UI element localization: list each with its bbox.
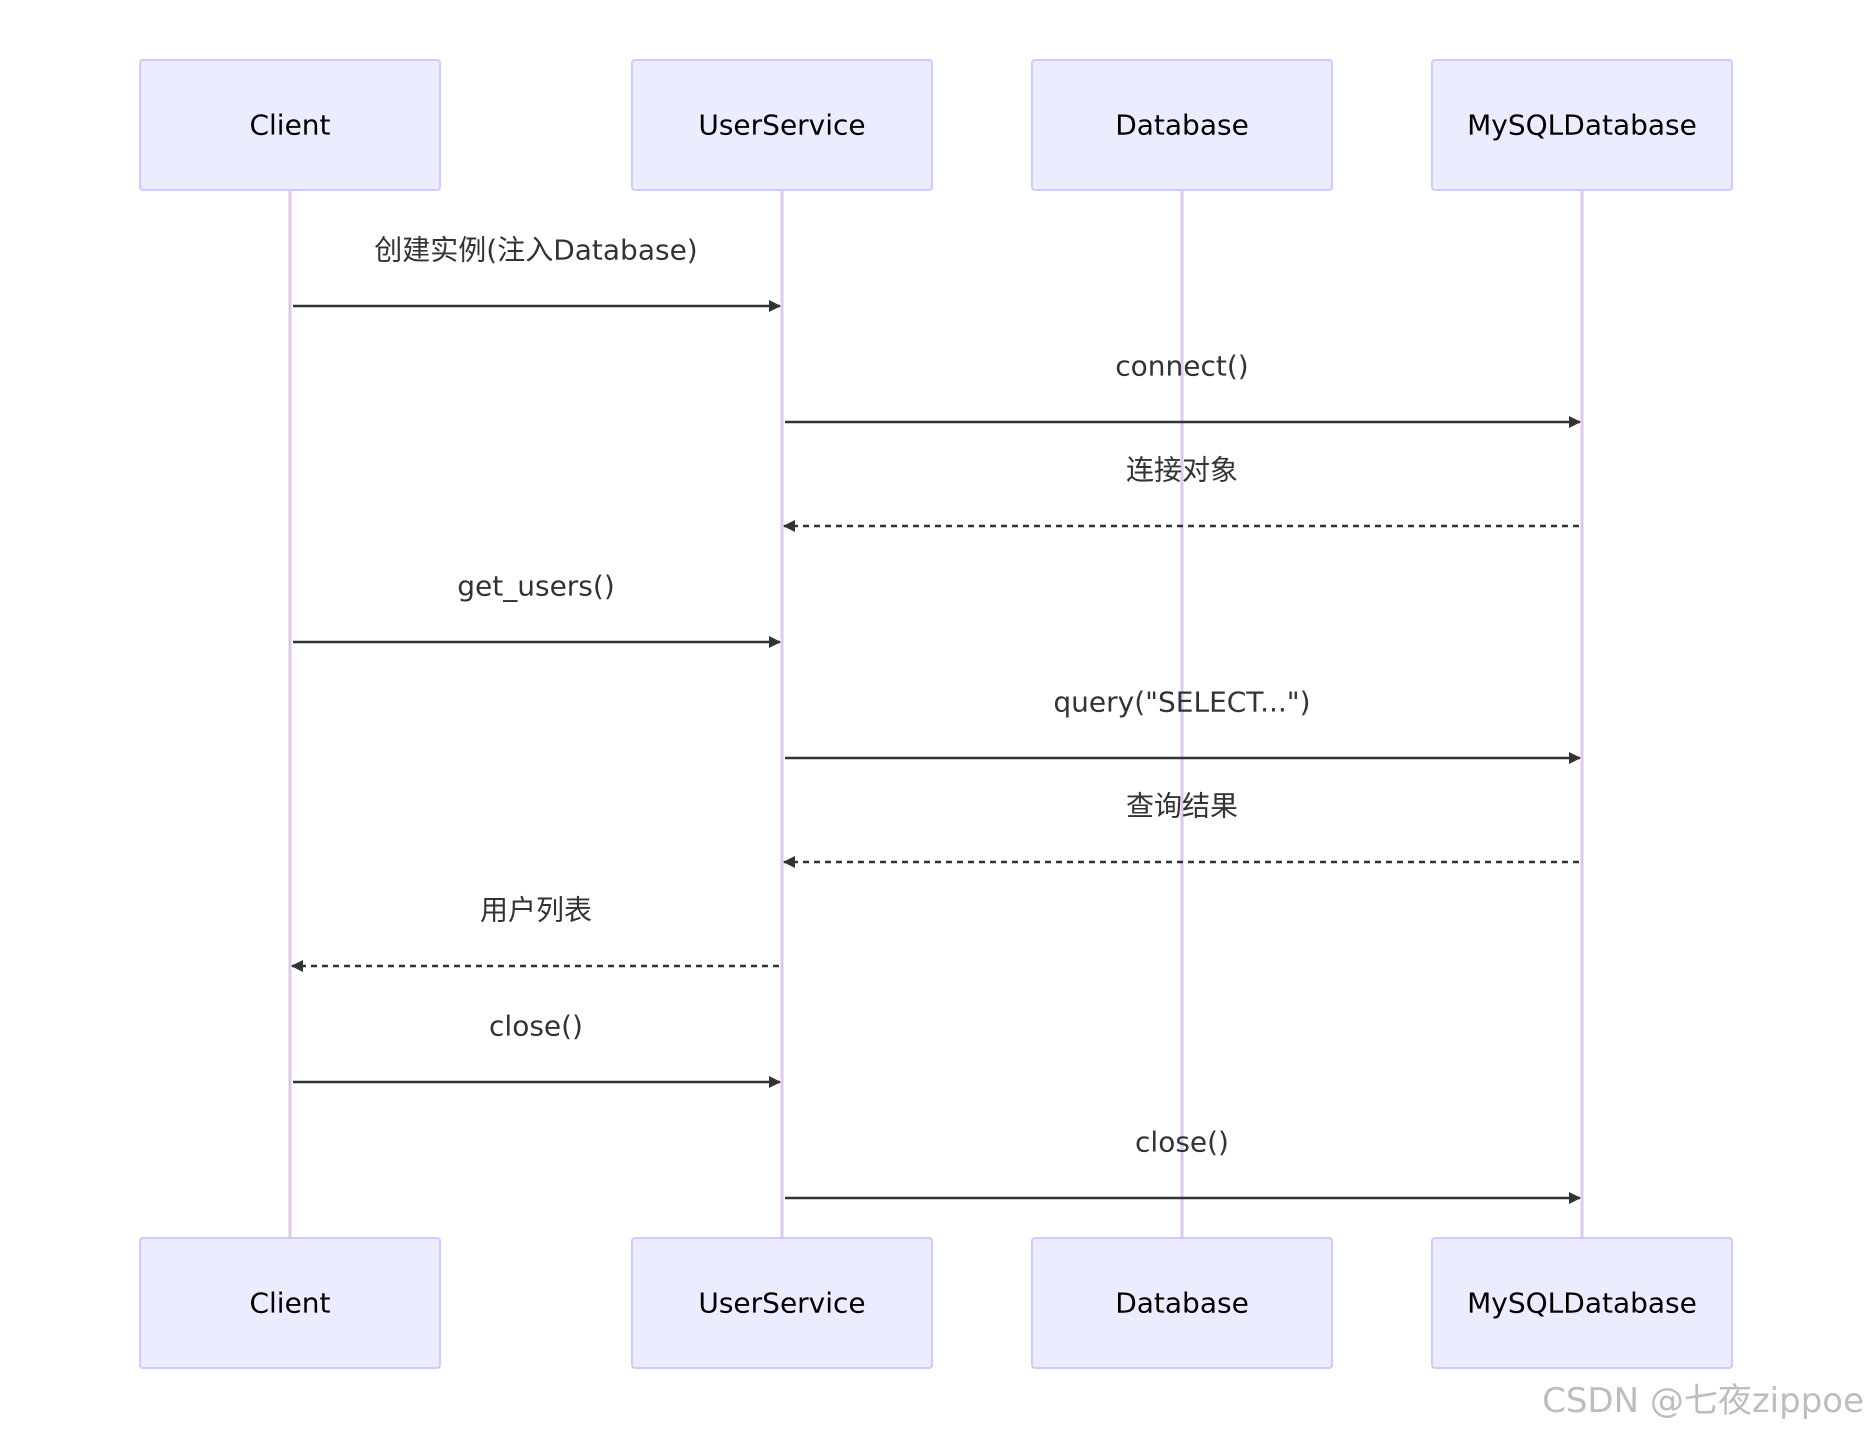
actor-top-client: Client <box>139 59 441 191</box>
actor-box <box>1431 1237 1733 1369</box>
actor-label: UserService <box>698 109 865 142</box>
actor-label: UserService <box>698 1287 865 1320</box>
actor-label: Database <box>1115 1287 1249 1320</box>
actor-box <box>1431 59 1733 191</box>
message-4: get_users() <box>293 570 781 648</box>
actor-top-mysql: MySQLDatabase <box>1431 59 1733 191</box>
actor-box <box>631 1237 933 1369</box>
message-1: 创建实例(注入Database) <box>293 234 781 312</box>
actor-bottom-userservice: UserService <box>631 1237 933 1369</box>
actor-label: MySQLDatabase <box>1467 1287 1697 1320</box>
actor-box <box>139 1237 441 1369</box>
message-label: 用户列表 <box>480 894 592 927</box>
actor-label: Client <box>249 1287 330 1320</box>
actor-label: MySQLDatabase <box>1467 109 1697 142</box>
message-label: 连接对象 <box>1126 454 1238 487</box>
actor-top-database: Database <box>1031 59 1333 191</box>
message-label: query("SELECT...") <box>1053 686 1310 719</box>
actor-box <box>139 59 441 191</box>
message-3: 连接对象 <box>783 454 1579 532</box>
actor-label: Client <box>249 109 330 142</box>
actor-bottom-client: Client <box>139 1237 441 1369</box>
message-2: connect() <box>785 350 1581 428</box>
message-9: close() <box>785 1126 1581 1204</box>
message-7: 用户列表 <box>291 894 779 972</box>
message-label: 创建实例(注入Database) <box>374 234 697 267</box>
actor-label: Database <box>1115 109 1249 142</box>
message-label: get_users() <box>457 570 615 603</box>
actor-box <box>1031 59 1333 191</box>
message-label: close() <box>489 1010 583 1043</box>
message-8: close() <box>293 1010 781 1088</box>
actor-bottom-mysql: MySQLDatabase <box>1431 1237 1733 1369</box>
actor-box <box>631 59 933 191</box>
message-6: 查询结果 <box>783 790 1579 868</box>
message-label: connect() <box>1115 350 1248 383</box>
message-label: close() <box>1135 1126 1229 1159</box>
message-label: 查询结果 <box>1126 790 1238 823</box>
actor-top-userservice: UserService <box>631 59 933 191</box>
message-5: query("SELECT...") <box>785 686 1581 764</box>
watermark: CSDN @七夜zippoe <box>1542 1381 1864 1421</box>
actor-bottom-database: Database <box>1031 1237 1333 1369</box>
actor-box <box>1031 1237 1333 1369</box>
